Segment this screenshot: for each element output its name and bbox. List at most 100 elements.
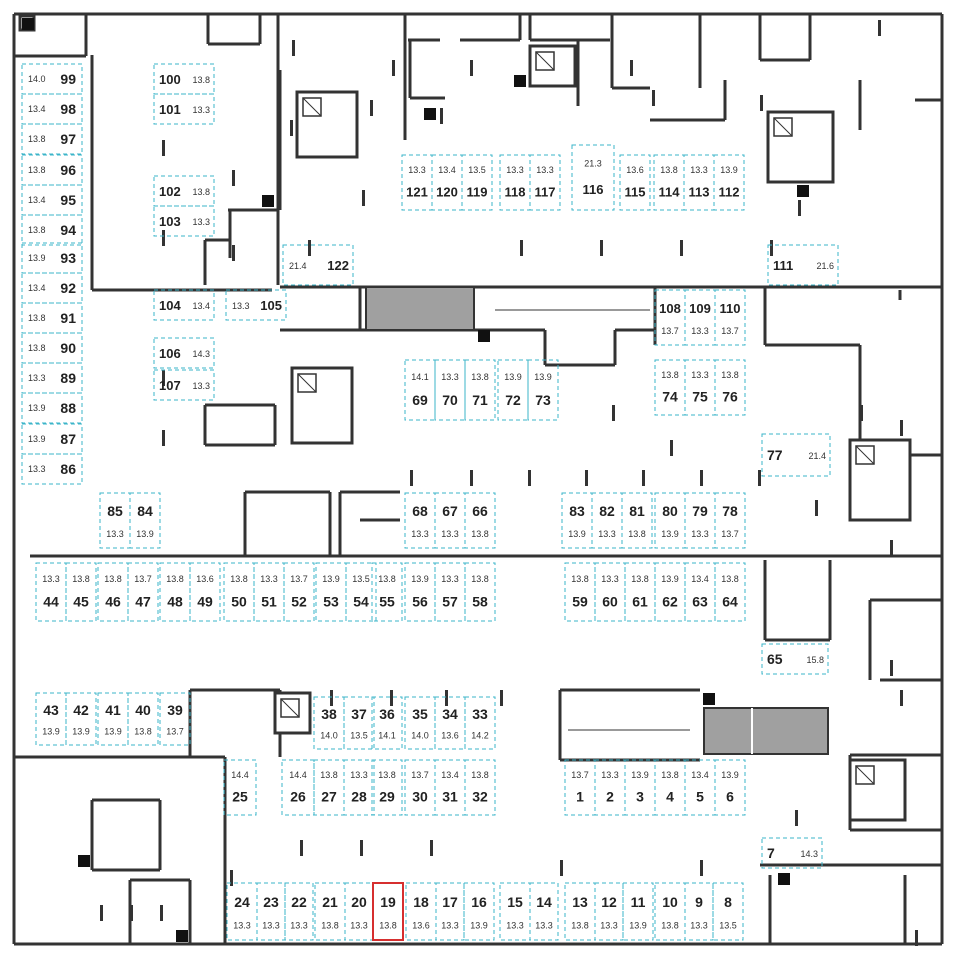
parking-spot-9[interactable]: 913.3	[684, 882, 714, 941]
parking-spot-5[interactable]: 513.4	[684, 759, 716, 816]
parking-spot-2[interactable]: 213.3	[594, 759, 626, 816]
parking-spot-8[interactable]: 813.5	[712, 882, 744, 941]
parking-spot-1[interactable]: 113.7	[564, 759, 596, 816]
parking-spot-6[interactable]: 613.9	[714, 759, 746, 816]
